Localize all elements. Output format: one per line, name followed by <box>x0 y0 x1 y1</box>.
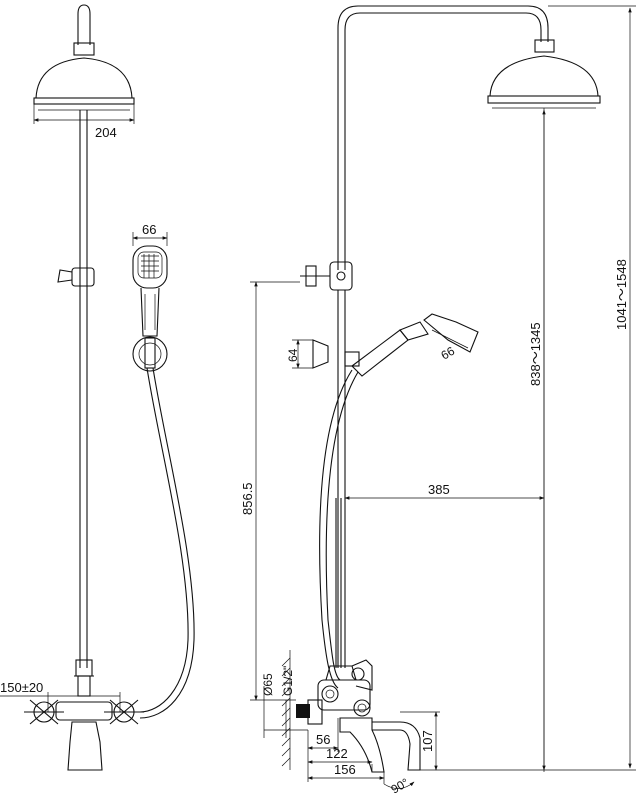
dim-hand-shower-width: 66 <box>142 222 156 237</box>
front-head-rim <box>33 97 135 105</box>
dim-head-diameter: 204 <box>95 125 117 140</box>
front-holder-bracket <box>144 337 156 369</box>
side-pipe-inner <box>344 12 542 270</box>
front-slider-knob <box>57 269 73 283</box>
side-spout <box>339 717 385 773</box>
dim-connector-dia: Ø65 <box>261 673 275 696</box>
head-stem <box>77 4 91 45</box>
side-diverter-knob <box>351 659 373 691</box>
front-mixer-body <box>55 701 113 721</box>
dim-adjust-range: 838～1345 <box>528 322 543 386</box>
rotation-arc <box>383 781 415 789</box>
side-shower-head <box>489 55 599 97</box>
side-spout-tip <box>399 721 421 771</box>
front-wall-holder <box>132 336 168 372</box>
head-nut <box>73 42 95 56</box>
front-hand-shower-head <box>132 245 168 289</box>
side-hand-handle <box>351 329 409 377</box>
front-left-handle <box>24 699 64 725</box>
side-hand-shower-head <box>423 313 479 353</box>
dim-wall-offset: 56 <box>316 732 330 747</box>
side-mixer-handle-2 <box>353 699 371 717</box>
side-wall-holder <box>312 339 329 369</box>
dim-thread: G1/2" <box>281 666 295 696</box>
front-diverter <box>75 659 93 677</box>
dim-rail-height: 856.5 <box>240 482 255 515</box>
front-hand-shower-handle <box>140 287 160 337</box>
side-hand-neck <box>399 321 429 341</box>
side-hose-inner <box>325 371 359 681</box>
dim-arm-reach: 385 <box>428 482 450 497</box>
dim-spacing: 150±20 <box>0 680 43 695</box>
side-mixer-handle <box>321 685 339 703</box>
dim-rotation: 90° <box>389 775 412 796</box>
dim-spout-reach-b: 156 <box>334 762 356 777</box>
side-connector-flange <box>307 699 323 725</box>
front-hose-outer <box>139 367 189 713</box>
front-view: 204 66 150±20 <box>0 4 195 771</box>
side-hose-outer <box>319 369 353 689</box>
side-pipe-outer <box>337 5 549 270</box>
side-head-rim <box>487 95 601 104</box>
side-top-bracket <box>329 261 353 291</box>
dim-spout-reach-a: 122 <box>326 746 348 761</box>
front-right-handle <box>104 699 144 725</box>
dim-spout-height: 107 <box>420 730 435 752</box>
front-hose-inner <box>139 367 195 719</box>
dim-holder-height: 64 <box>286 348 300 362</box>
side-mixer-body <box>317 679 371 711</box>
side-hand-slider <box>344 351 360 367</box>
side-head-nut <box>534 39 555 53</box>
side-wall-plate <box>305 265 317 287</box>
front-shower-head <box>35 57 133 99</box>
side-view: 64 66 <box>240 5 636 797</box>
front-spout <box>67 721 103 771</box>
dim-total-height: 1041～1548 <box>614 259 629 330</box>
front-diverter-body <box>77 675 91 697</box>
front-slider-holder <box>71 267 95 287</box>
dim-hand-shower-face: 66 <box>439 344 458 363</box>
side-wall-connector <box>296 704 310 718</box>
